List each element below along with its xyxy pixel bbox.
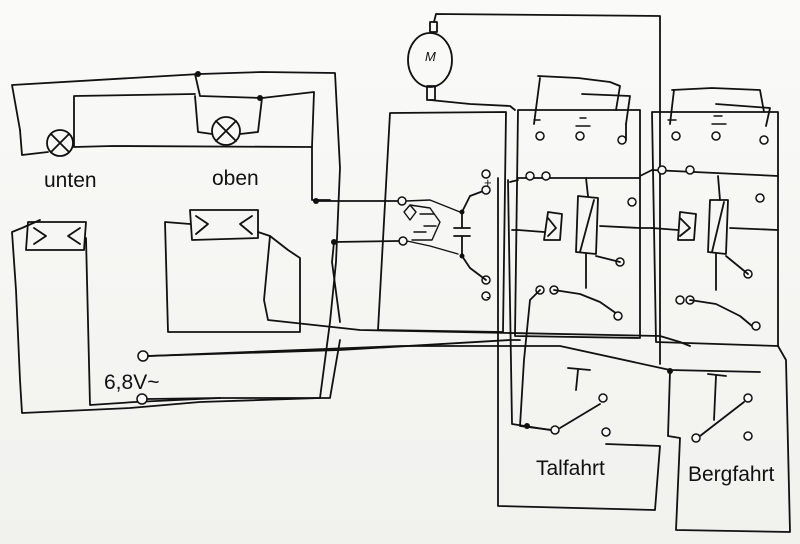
supply-terminal-1 bbox=[137, 350, 149, 362]
wire bbox=[85, 237, 221, 406]
rectifier-board bbox=[313, 111, 507, 333]
switch-talfahrt bbox=[497, 177, 661, 511]
switch-label-talfahrt: Talfahrt bbox=[536, 457, 605, 480]
track-contact-left bbox=[25, 221, 87, 251]
lamp-label-oben: oben bbox=[212, 167, 259, 190]
lamp-oben-symbol bbox=[211, 116, 241, 146]
supply-terminal-2 bbox=[136, 393, 148, 405]
motor-symbol-label: M bbox=[425, 49, 436, 64]
minus-terminal-label: - bbox=[486, 289, 491, 304]
wire bbox=[263, 235, 691, 347]
switch-label-bergfahrt: Bergfahrt bbox=[688, 463, 775, 486]
junction-dot bbox=[257, 95, 263, 101]
wire bbox=[219, 339, 341, 399]
motor bbox=[407, 13, 661, 365]
track-contact-right bbox=[189, 209, 259, 241]
switch-bergfahrt bbox=[667, 345, 791, 533]
wire bbox=[164, 221, 301, 333]
wire bbox=[147, 345, 761, 373]
lamp-unten-symbol bbox=[46, 129, 74, 157]
wire bbox=[146, 397, 221, 400]
plus-terminal-label: + bbox=[484, 175, 492, 190]
relay-board-1 bbox=[509, 75, 641, 431]
lamp-label-unten: unten bbox=[44, 169, 97, 192]
supply-voltage-label: 6,8V~ bbox=[104, 371, 160, 394]
lamp-circuit bbox=[11, 71, 341, 414]
junction-dot bbox=[195, 71, 201, 77]
